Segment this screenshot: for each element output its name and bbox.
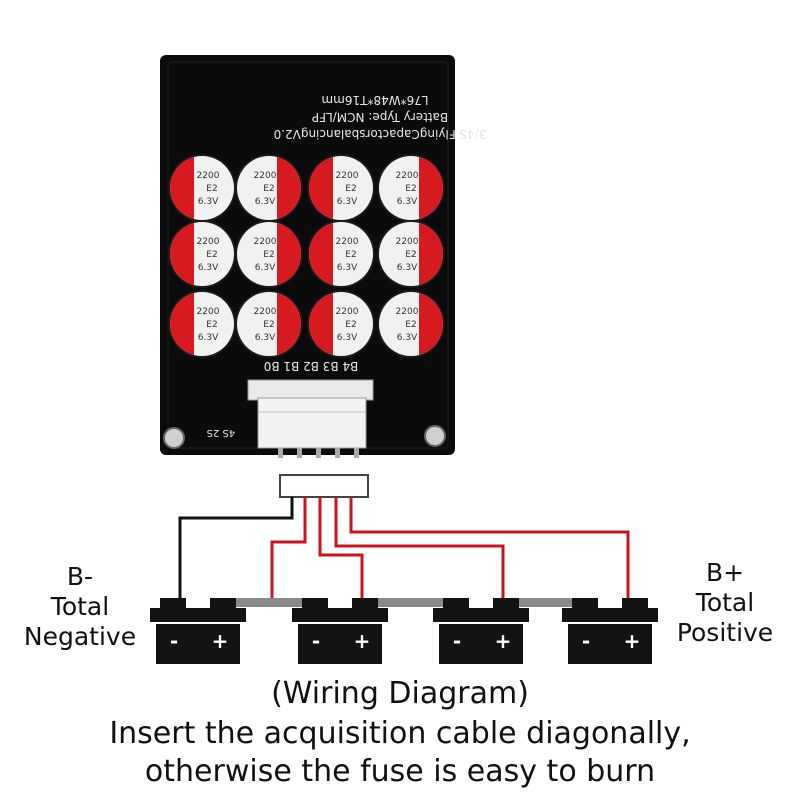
mode-labels: 4S 2S — [207, 427, 236, 438]
capacitor-brand: E2 — [405, 320, 416, 330]
capacitor-voltage: 6.3V — [255, 263, 276, 273]
capacitor-value: 2200 — [197, 171, 220, 181]
capacitor-voltage: 6.3V — [198, 333, 219, 343]
wire-b0-negative — [178, 497, 294, 606]
battery-negative-terminal: - — [453, 629, 461, 653]
capacitor-voltage: 6.3V — [397, 263, 418, 273]
capacitor-brand: E2 — [206, 184, 217, 194]
capacitor-value: 2200 — [336, 307, 359, 317]
board-dimensions: L76*W48*T16mm — [321, 93, 428, 107]
capacitor-value: 2200 — [396, 307, 419, 317]
capacitor-value: 2200 — [197, 307, 220, 317]
capacitor-voltage: 6.3V — [397, 333, 418, 343]
capacitor-value: 2200 — [254, 171, 277, 181]
capacitor-brand: E2 — [345, 184, 356, 194]
capacitor-voltage: 6.3V — [337, 197, 358, 207]
battery-row: -+-+-+-+ — [150, 598, 658, 664]
capacitor-brand: E2 — [345, 250, 356, 260]
capacitor-value: 2200 — [336, 237, 359, 247]
battery-positive-terminal: + — [624, 629, 641, 653]
board-connector — [247, 379, 374, 458]
connector-pin-labels: B4 B3 B2 B1 B0 — [264, 359, 359, 373]
capacitor-brand: E2 — [206, 250, 217, 260]
series-links — [225, 598, 593, 607]
battery-negative-terminal: - — [582, 629, 590, 653]
battery-cell: -+ — [433, 598, 529, 664]
caption-line2: Insert the acquisition cable diagonally, — [109, 716, 691, 751]
negative-label-line1: B- — [66, 562, 94, 591]
positive-label-line3: Positive — [676, 618, 774, 647]
board-title: 3/4S FlyingCapactorsbalancingV2.0 — [274, 127, 487, 141]
capacitor-voltage: 6.3V — [198, 197, 219, 207]
cable-connector — [279, 474, 369, 498]
battery-negative-terminal: - — [170, 629, 178, 653]
battery-cell: -+ — [150, 598, 246, 664]
battery-cell: -+ — [562, 598, 658, 664]
capacitor-voltage: 6.3V — [397, 197, 418, 207]
capacitor-value: 2200 — [254, 237, 277, 247]
capacitor-voltage: 6.3V — [255, 197, 276, 207]
wire-b3 — [334, 497, 505, 606]
positive-label: B+ Total Positive — [660, 558, 790, 648]
negative-label-line3: Negative — [23, 622, 137, 651]
capacitor-brand: E2 — [405, 184, 416, 194]
caption-line3: otherwise the fuse is easy to burn — [144, 754, 656, 789]
capacitor-brand: E2 — [263, 184, 274, 194]
capacitor-voltage: 6.3V — [198, 263, 219, 273]
negative-label: B- Total Negative — [10, 562, 150, 652]
negative-label-line2: Total — [50, 592, 110, 621]
board-battery-type: Battery Type: NCM/LFP — [312, 110, 448, 124]
capacitor-brand: E2 — [263, 320, 274, 330]
battery-positive-terminal: + — [212, 629, 229, 653]
capacitor-value: 2200 — [396, 171, 419, 181]
mounting-hole — [424, 425, 446, 447]
positive-label-line2: Total — [695, 588, 755, 617]
mounting-hole — [163, 427, 185, 449]
capacitor-value: 2200 — [336, 171, 359, 181]
capacitor-voltage: 6.3V — [337, 333, 358, 343]
wire-b1 — [270, 497, 307, 606]
capacitor-voltage: 6.3V — [255, 333, 276, 343]
capacitor-brand: E2 — [345, 320, 356, 330]
pcb-board: 3/4S FlyingCapactorsbalancingV2.0 Batter… — [160, 55, 486, 458]
wire-b4-positive — [349, 497, 630, 606]
capacitor-value: 2200 — [396, 237, 419, 247]
capacitor-brand: E2 — [405, 250, 416, 260]
positive-label-line1: B+ — [705, 558, 745, 587]
capacitor-brand: E2 — [263, 250, 274, 260]
capacitor-value: 2200 — [197, 237, 220, 247]
battery-cell: -+ — [292, 598, 388, 664]
capacitor-voltage: 6.3V — [337, 263, 358, 273]
battery-positive-terminal: + — [354, 629, 371, 653]
capacitor-grid: 2200E26.3V2200E26.3V2200E26.3V2200E26.3V… — [168, 154, 445, 358]
capacitor-value: 2200 — [254, 307, 277, 317]
battery-negative-terminal: - — [312, 629, 320, 653]
battery-positive-terminal: + — [495, 629, 512, 653]
caption-title: (Wiring Diagram) — [271, 676, 529, 711]
capacitor-brand: E2 — [206, 320, 217, 330]
wires — [178, 497, 630, 606]
wire-b2 — [318, 497, 364, 606]
